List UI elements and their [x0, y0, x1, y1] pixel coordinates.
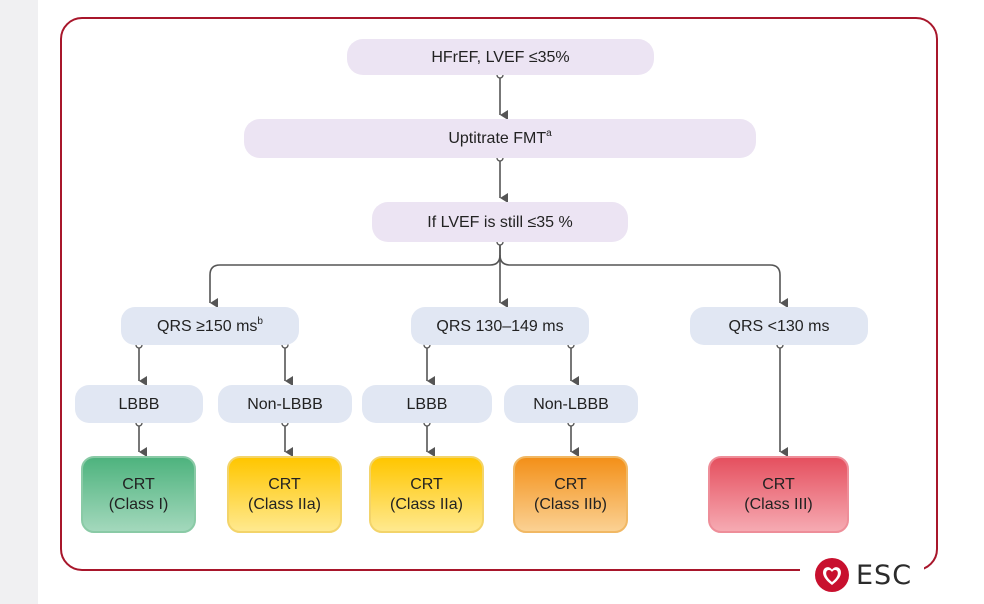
node-lvef-still: If LVEF is still ≤35 %: [372, 202, 628, 242]
heart-icon: [815, 558, 849, 592]
connector-still-qrs150: [209, 242, 501, 308]
result-crt-class-iib: CRT (Class IIb): [513, 456, 628, 533]
qrs150-label: QRS ≥150 ms: [157, 317, 258, 335]
esc-logo-text: ESC: [856, 559, 913, 591]
esc-logo: ESC: [814, 555, 918, 595]
footnote-a: a: [546, 128, 552, 139]
node-qrs-130-149: QRS 130–149 ms: [411, 307, 589, 345]
node-uptitrate-fmt: Uptitrate FMTa: [244, 119, 756, 158]
result-crt-class-iia-2: CRT (Class IIa): [369, 456, 484, 533]
node-lbbb-1: LBBB: [75, 385, 203, 423]
result-crt-class-iia-1: CRT (Class IIa): [227, 456, 342, 533]
uptitrate-label: Uptitrate FMT: [448, 130, 547, 147]
left-margin-strip: [0, 0, 38, 604]
node-hfref: HFrEF, LVEF ≤35%: [347, 39, 654, 75]
diagram-frame: [60, 17, 938, 571]
connector-still-qrs130: [499, 254, 788, 308]
footnote-b: b: [257, 315, 263, 327]
node-non-lbbb-1: Non-LBBB: [218, 385, 352, 423]
node-lbbb-2: LBBB: [362, 385, 492, 423]
node-qrs-130: QRS <130 ms: [690, 307, 868, 345]
node-qrs-150: QRS ≥150 msb: [121, 307, 299, 345]
result-crt-class-i: CRT (Class I): [81, 456, 196, 533]
node-non-lbbb-2: Non-LBBB: [504, 385, 638, 423]
result-crt-class-iii: CRT (Class III): [708, 456, 849, 533]
